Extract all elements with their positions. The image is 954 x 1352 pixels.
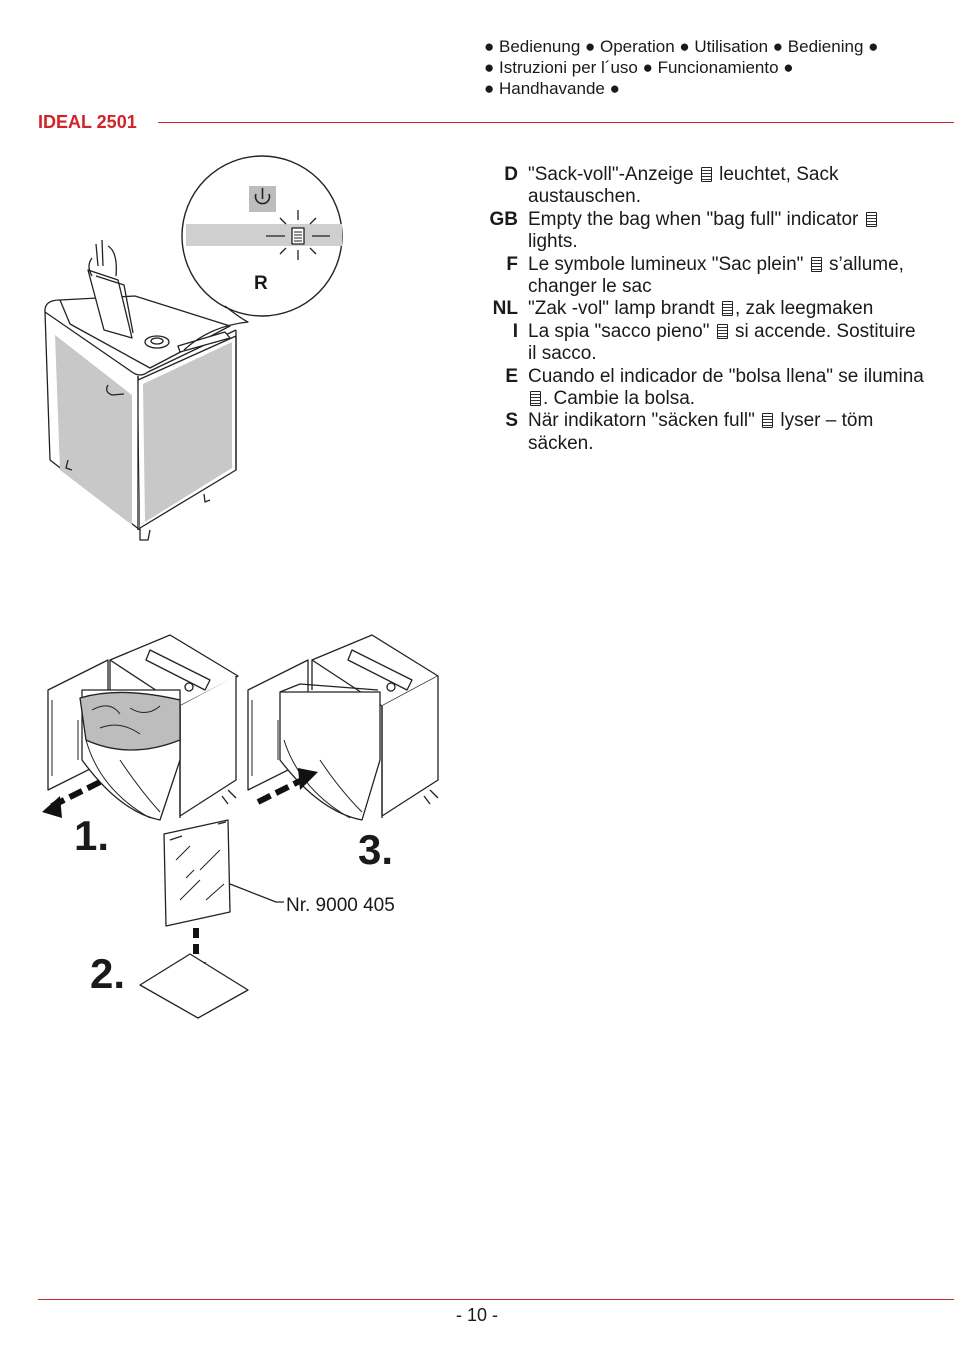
instruction-text-start: "Sack-voll"-Anzeige xyxy=(528,164,699,185)
bag-full-icon xyxy=(721,301,733,317)
language-code: NL xyxy=(492,298,518,320)
instruction-text: Le symbole lumineux "Sac plein" s’allume… xyxy=(528,254,924,299)
language-code: I xyxy=(512,320,518,342)
model-title: IDEAL 2501 xyxy=(38,112,137,132)
instruction-row-se: S När indikatorn "säcken full" lyser – t… xyxy=(484,410,924,455)
instruction-row-de: D "Sack-voll"-Anzeige leuchtet, Sack aus… xyxy=(484,164,924,209)
language-line-3: ● Handhavande ● xyxy=(484,79,620,98)
bag-full-icon xyxy=(762,413,774,429)
footer-divider xyxy=(38,1299,954,1300)
instruction-list: D "Sack-voll"-Anzeige leuchtet, Sack aus… xyxy=(484,164,924,455)
bag-full-icon xyxy=(810,256,822,272)
language-code: S xyxy=(505,410,518,432)
instruction-row-nl: NL "Zak -vol" lamp brandt , zak leegmake… xyxy=(484,298,924,320)
page-number: - 10 - xyxy=(455,1305,498,1325)
instruction-row-gb: GB Empty the bag when "bag full" indicat… xyxy=(484,209,924,254)
language-line-2: ● Istruzioni per l´uso ● Funcionamiento … xyxy=(484,58,794,77)
step-3-label: 3. xyxy=(358,826,394,873)
instruction-text-start: Cuando el indicador de "bolsa llena" se … xyxy=(528,365,924,387)
step-1-label: 1. xyxy=(74,812,110,859)
instruction-text: Empty the bag when "bag full" indicator … xyxy=(528,209,924,254)
step-2-label: 2. xyxy=(90,950,126,997)
language-code: F xyxy=(506,253,518,275)
reset-label: R xyxy=(254,273,268,294)
instruction-text: Cuando el indicador de "bolsa llena" se … xyxy=(528,366,924,411)
instruction-text-end: s’allume, changer le sac xyxy=(528,253,904,298)
language-code: GB xyxy=(489,208,519,230)
instruction-row-es: E Cuando el indicador de "bolsa llena" s… xyxy=(484,366,924,411)
instruction-text-end: lights. xyxy=(528,231,578,253)
instruction-text-start: La spia "sacco pieno" xyxy=(528,320,715,342)
instruction-text-start: "Zak -vol" lamp brandt xyxy=(528,298,720,320)
bag-full-icon xyxy=(530,391,541,407)
instruction-text: När indikatorn "säcken full" lyser – töm… xyxy=(528,410,924,455)
instruction-text-start: Empty the bag when "bag full" indicator xyxy=(528,208,864,230)
language-line-1: ● Bedienung ● Operation ● Utilisation ● … xyxy=(484,37,879,56)
instruction-text-end: , zak leegmaken xyxy=(734,298,874,320)
instruction-text: "Zak -vol" lamp brandt , zak leegmaken xyxy=(528,298,924,320)
instruction-text-end: . Cambie la bolsa. xyxy=(543,388,696,410)
header-divider xyxy=(158,122,954,123)
bag-full-icon xyxy=(716,323,728,339)
instruction-text-end: leuchtet, Sack austauschen. xyxy=(528,164,839,208)
instruction-text-end: si accende. Sostituire il sacco. xyxy=(528,320,916,365)
language-list: ● Bedienung ● Operation ● Utilisation ● … xyxy=(484,36,878,99)
bag-full-icon xyxy=(700,167,712,182)
instruction-row-it: I La spia "sacco pieno" si accende. Sost… xyxy=(484,321,924,366)
instruction-text-start: När indikatorn "säcken full" xyxy=(528,410,761,432)
instruction-text-end: lyser – töm säcken. xyxy=(528,410,874,454)
language-code: E xyxy=(505,365,518,387)
instruction-text: "Sack-voll"-Anzeige leuchtet, Sack austa… xyxy=(528,164,924,209)
bag-full-icon xyxy=(865,211,877,227)
part-number-label: Nr. 9000 405 xyxy=(286,895,395,916)
language-code: D xyxy=(504,164,518,185)
instruction-text-start: Le symbole lumineux "Sac plein" xyxy=(528,253,809,275)
shredder-illustration xyxy=(42,155,439,1019)
instruction-text: La spia "sacco pieno" si accende. Sostit… xyxy=(528,321,924,366)
instruction-row-fr: F Le symbole lumineux "Sac plein" s’allu… xyxy=(484,254,924,299)
